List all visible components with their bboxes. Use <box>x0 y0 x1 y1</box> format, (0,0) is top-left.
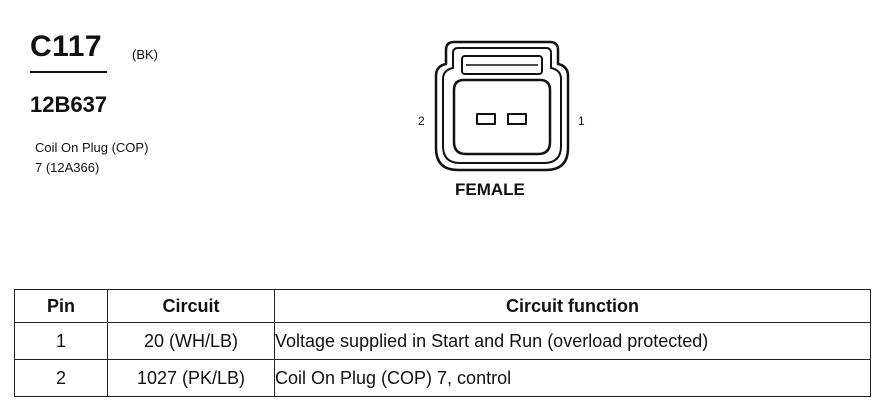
title-underline <box>30 71 107 73</box>
table-row: 2 1027 (PK/LB) Coil On Plug (COP) 7, con… <box>14 359 871 397</box>
component-description-line1: Coil On Plug (COP) <box>35 140 149 155</box>
header-pin: Pin <box>14 289 108 323</box>
connector-id: C117 <box>30 30 103 63</box>
connector-gender-label: FEMALE <box>455 180 525 199</box>
housing-outer <box>434 40 570 172</box>
component-description-line2: 7 (12A366) <box>35 160 100 175</box>
cell-circuit-function: Voltage supplied in Start and Run (overl… <box>274 322 871 360</box>
part-number: 12B637 <box>30 92 108 117</box>
cell-circuit: 20 (WH/LB) <box>107 322 275 360</box>
cell-circuit: 1027 (PK/LB) <box>107 359 275 397</box>
table-header-row: Pin Circuit Circuit function <box>14 289 871 323</box>
table-row: 1 20 (WH/LB) Voltage supplied in Start a… <box>14 322 871 360</box>
cell-circuit-function: Coil On Plug (COP) 7, control <box>274 359 871 397</box>
header-circuit: Circuit <box>107 289 275 323</box>
pin-2-label: 2 <box>418 114 425 128</box>
pin-1-label: 1 <box>578 114 585 128</box>
connector-face-drawing <box>434 40 570 172</box>
terminal-slot-2 <box>476 113 496 125</box>
latch-tab <box>461 55 543 75</box>
terminal-cavity <box>452 78 552 156</box>
pinout-table: Pin Circuit Circuit function 1 20 (WH/LB… <box>14 289 871 397</box>
cell-pin: 1 <box>14 322 108 360</box>
housing-inner-contour <box>442 47 562 164</box>
terminal-slot-1 <box>507 113 527 125</box>
connector-color-code: (BK) <box>132 47 158 62</box>
header-circuit-function: Circuit function <box>274 289 871 323</box>
cell-pin: 2 <box>14 359 108 397</box>
